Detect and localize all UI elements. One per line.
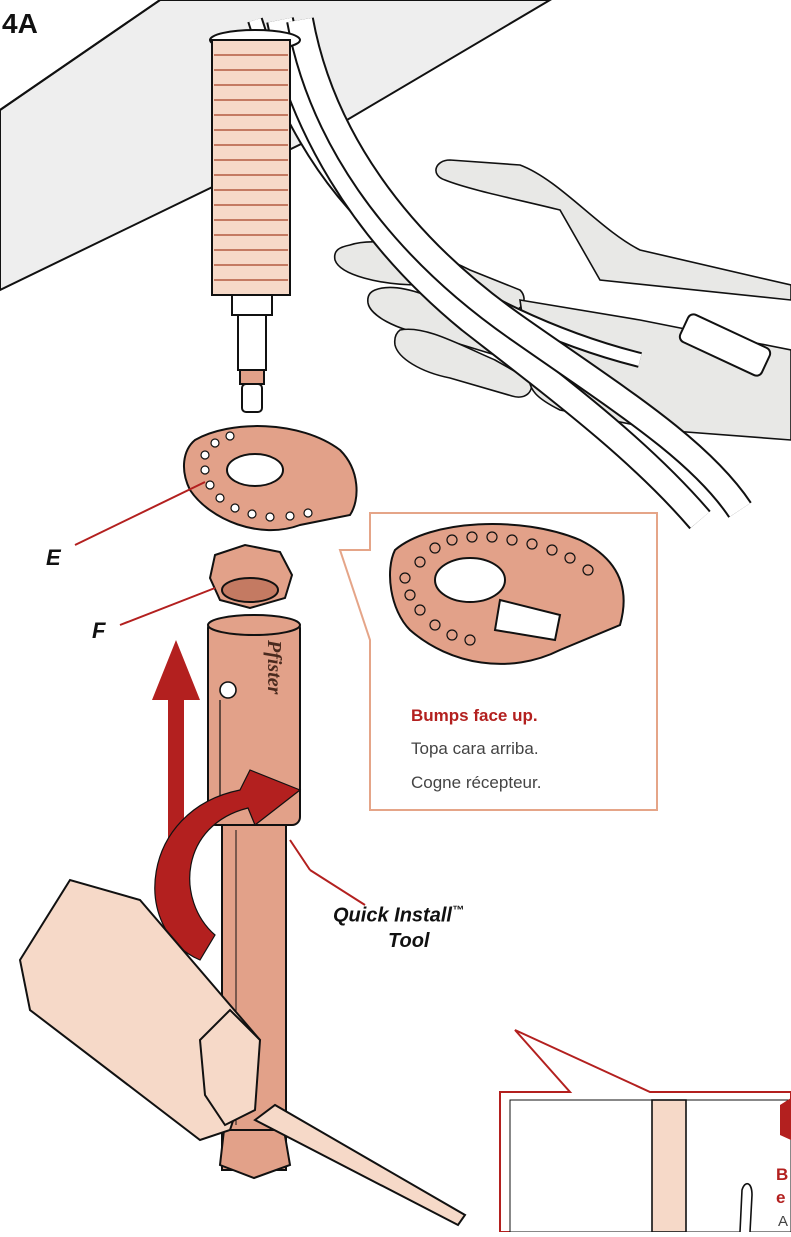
tool-name-text: Quick Install (333, 905, 452, 927)
callout-spanish: Topa cara arriba. (411, 739, 539, 759)
leader-e (75, 482, 205, 545)
nut-f (210, 545, 292, 608)
trademark-symbol: ™ (452, 903, 464, 917)
tool-label-line1: Quick Install™ (333, 903, 464, 928)
tool-brand-text: Pfister (262, 640, 285, 694)
leader-tool-2 (290, 840, 310, 870)
second-callout-partial-3: A (778, 1213, 788, 1230)
leader-f (120, 588, 215, 625)
faucet-shank (210, 30, 300, 412)
leader-tool (310, 870, 365, 905)
tool-label-line2: Tool (388, 930, 429, 953)
part-label-e: E (46, 545, 61, 571)
callout-box-second (500, 1030, 791, 1232)
callout-title: Bumps face up. (411, 706, 538, 726)
callout-french: Cogne récepteur. (411, 773, 541, 793)
second-callout-partial-1: B (776, 1165, 788, 1185)
part-label-f: F (92, 618, 105, 644)
step-number: 4A (0, 0, 82, 52)
horseshoe-washer-e (184, 426, 357, 530)
callout-box-bumps (340, 513, 657, 810)
second-callout-partial-2: e (776, 1188, 785, 1208)
